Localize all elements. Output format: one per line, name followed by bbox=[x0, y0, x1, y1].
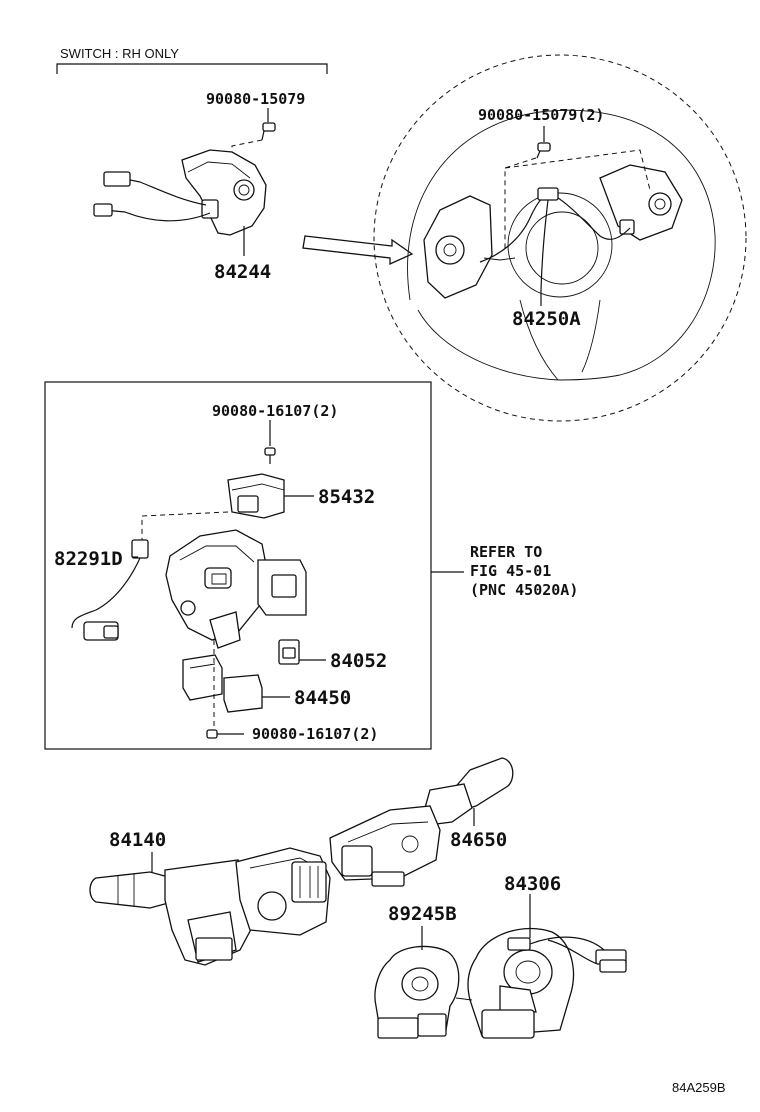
label-84306: 84306 bbox=[504, 873, 561, 895]
label-82291D: 82291D bbox=[54, 548, 123, 570]
connector-84250a bbox=[537, 187, 559, 201]
direction-arrow bbox=[302, 235, 414, 266]
screw-90080-16107-top bbox=[264, 447, 276, 464]
label-84052: 84052 bbox=[330, 650, 387, 672]
label-90080-15079: 90080-15079 bbox=[206, 90, 305, 108]
label-89245B: 89245B bbox=[388, 903, 457, 925]
steering-wheel-group: 90080-15079(2) 84250A bbox=[373, 54, 747, 422]
wire-84250a-right bbox=[554, 195, 631, 240]
note-bracket bbox=[56, 63, 328, 74]
figure-id: 84A259B bbox=[672, 1080, 726, 1095]
switch-rh-only-group: SWITCH : RH ONLY 90080-15079 84244 bbox=[56, 46, 328, 283]
wheel-screw-dash-right bbox=[504, 149, 651, 191]
label-84140: 84140 bbox=[109, 829, 166, 851]
part-82291d bbox=[71, 539, 149, 641]
part-84450 bbox=[182, 654, 263, 713]
label-84450: 84450 bbox=[294, 687, 351, 709]
steering-lock-body bbox=[165, 529, 307, 649]
wheel-inner-rim bbox=[407, 109, 716, 376]
part-84052 bbox=[278, 639, 300, 665]
label-90080-15079-2: 90080-15079(2) bbox=[478, 106, 604, 124]
screw-90080-15079 bbox=[261, 122, 276, 141]
wheel-left-switch bbox=[423, 195, 516, 299]
wheel-right-switch bbox=[599, 164, 683, 241]
wheel-spoke-lower-right bbox=[559, 374, 621, 381]
lock-assembly-box bbox=[44, 381, 432, 750]
wheel-hub bbox=[507, 192, 613, 298]
wheel-lower-spoke-2 bbox=[581, 299, 601, 373]
part-84306 bbox=[455, 927, 627, 1039]
wheel-screw-dash-left bbox=[504, 157, 537, 250]
label-85432: 85432 bbox=[318, 486, 375, 508]
dash-82291d bbox=[141, 511, 229, 540]
screw-90080-15079-2 bbox=[536, 142, 551, 159]
wheel-lower-spoke bbox=[519, 299, 559, 381]
refer-line-3: (PNC 45020A) bbox=[470, 581, 578, 599]
wire-84250a-center bbox=[540, 199, 549, 291]
part-89245b bbox=[374, 945, 460, 1039]
wheel-spoke-lower-left bbox=[417, 309, 561, 381]
wheel-outer-rim bbox=[373, 54, 747, 422]
label-84250A: 84250A bbox=[512, 308, 581, 330]
lock-assembly-group: 90080-16107(2) 85432 bbox=[54, 402, 387, 743]
part-84140 bbox=[89, 847, 331, 966]
label-84244: 84244 bbox=[214, 261, 271, 283]
refer-line-1: REFER TO bbox=[470, 543, 542, 561]
label-90080-16107-top: 90080-16107(2) bbox=[212, 402, 338, 420]
wheel-hub-inner bbox=[525, 211, 599, 285]
part-85432 bbox=[227, 473, 285, 519]
switch-84244 bbox=[93, 149, 267, 236]
screw-90080-16107-bottom bbox=[206, 729, 218, 739]
label-90080-16107-bottom: 90080-16107(2) bbox=[252, 725, 378, 743]
label-84650: 84650 bbox=[450, 829, 507, 851]
part-84650 bbox=[329, 757, 514, 887]
switch-rh-only-note: SWITCH : RH ONLY bbox=[60, 46, 179, 61]
refer-line-2: FIG 45-01 bbox=[470, 562, 551, 580]
